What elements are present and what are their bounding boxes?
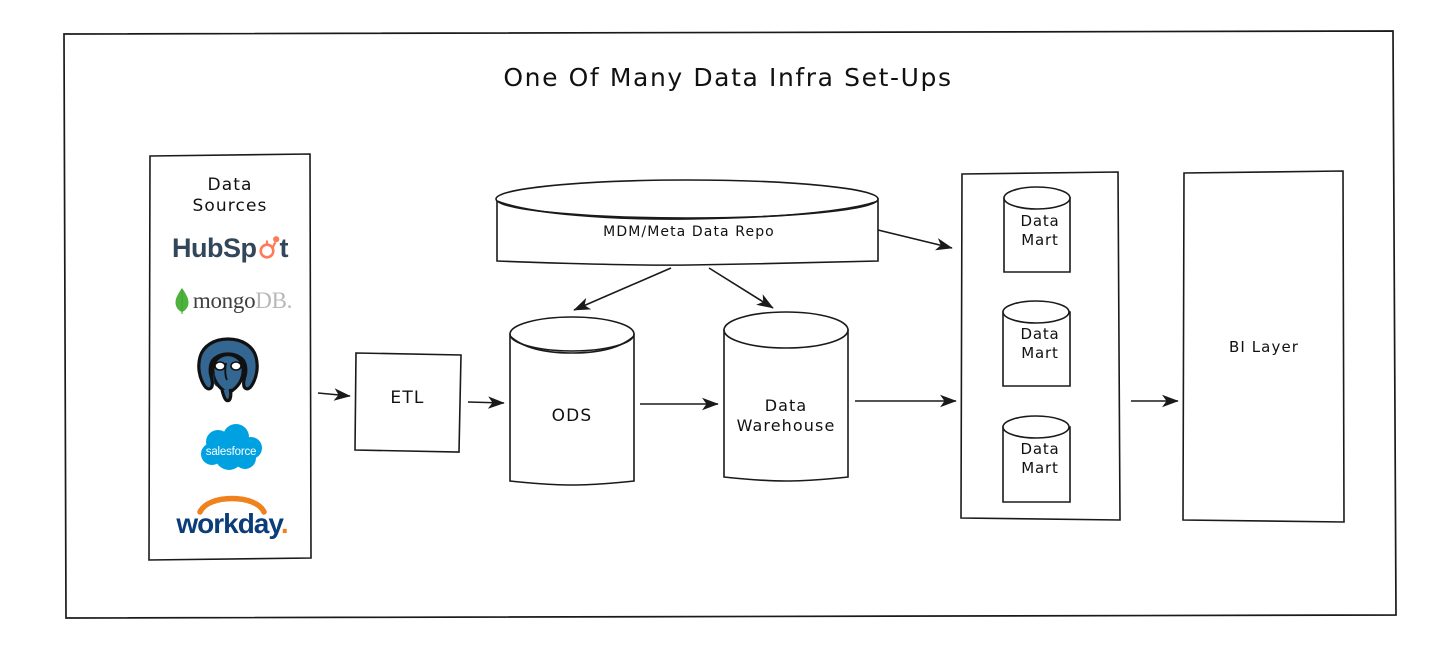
- data-mart-cylinder-2: [1002, 300, 1071, 387]
- mongodb-wordmark-dark: mongo: [192, 288, 256, 313]
- workday-logo-icon: workday.: [168, 490, 296, 542]
- mongodb-leaf-icon: [175, 288, 189, 314]
- warehouse-cylinder: [723, 311, 849, 482]
- hubspot-sprocket-icon: [258, 235, 279, 259]
- etl-box: [354, 352, 462, 453]
- hubspot-wordmark-dark: HubSp: [172, 232, 257, 263]
- ods-cylinder: [509, 316, 635, 486]
- mdm-cylinder: [495, 179, 879, 266]
- postgresql-elephant-icon: [192, 333, 264, 405]
- arrow-mdm-to-warehouse: [708, 267, 774, 309]
- arrow-sources-to-etl: [317, 388, 351, 401]
- salesforce-logo-icon: salesforce: [196, 424, 266, 476]
- mongodb-wordmark-gray: DB.: [255, 288, 293, 313]
- arrow-mdm-to-marts: [877, 229, 953, 251]
- data-mart-cylinder-3: [1002, 415, 1071, 503]
- outer-frame: [63, 30, 1397, 619]
- hubspot-logo-icon: HubSp t: [160, 228, 300, 268]
- hubspot-wordmark-tail: t: [279, 232, 289, 263]
- workday-dot: .: [280, 508, 289, 539]
- arrow-mdm-to-ods: [573, 267, 672, 311]
- bi-layer-box: [1182, 170, 1345, 523]
- arrow-etl-to-ods: [467, 396, 505, 409]
- workday-arc-icon: [197, 495, 267, 515]
- salesforce-wordmark: salesforce: [205, 446, 257, 458]
- data-mart-cylinder-1: [1003, 186, 1071, 273]
- workday-wordmark: workday: [176, 508, 282, 539]
- mongodb-logo-icon: mongo DB.: [168, 286, 298, 316]
